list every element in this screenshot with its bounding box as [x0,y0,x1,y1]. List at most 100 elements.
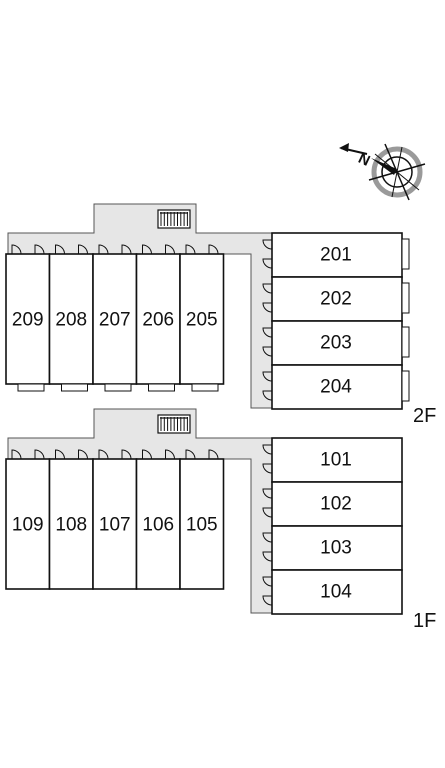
door-icon [208,244,219,255]
door-icon [262,346,273,357]
unit-label: 109 [12,515,44,536]
door-icon [121,244,132,255]
unit-205[interactable]: 205 [179,244,225,392]
door-icon [262,507,273,518]
unit-label: 206 [142,310,174,331]
balcony [191,383,219,392]
balcony [17,383,45,392]
door-icon [262,327,273,338]
unit-outline [48,253,94,385]
door-icon [262,283,273,294]
unit-label: 105 [186,515,218,536]
unit-203[interactable]: 203 [262,320,410,366]
door-icon [262,463,273,474]
unit-106[interactable]: 106 [135,449,181,590]
unit-outline [271,481,403,527]
door-icon [262,390,273,401]
stairs [157,414,191,434]
unit-103[interactable]: 103 [262,525,403,571]
door-icon [98,449,109,460]
unit-outline [135,253,181,385]
door-icon [34,244,45,255]
unit-label: 104 [320,582,352,603]
unit-label: 101 [320,450,352,471]
unit-label: 205 [186,310,218,331]
door-icon [165,449,175,460]
balcony [401,282,410,314]
door-icon [185,449,196,460]
unit-201[interactable]: 201 [262,232,410,278]
unit-206[interactable]: 206 [135,244,181,392]
unit-108[interactable]: 108 [48,449,94,590]
unit-outline [271,525,403,571]
unit-outline [179,253,225,385]
stairs [157,209,191,229]
floor-1f: 109 108 107 106 105 101 102 103 104 1F [5,408,436,632]
balcony [104,383,132,392]
unit-102[interactable]: 102 [262,481,403,527]
unit-outline [271,364,403,410]
unit-label: 208 [55,310,87,331]
door-icon [262,302,273,313]
unit-label: 103 [320,538,352,559]
door-icon [262,595,273,606]
door-icon [78,244,88,255]
compass-rose-icon [371,146,423,198]
unit-label: 108 [55,515,87,536]
unit-label: 204 [320,377,352,398]
unit-label: 203 [320,333,352,354]
unit-outline [135,458,181,590]
unit-outline [271,569,403,615]
door-icon [165,244,175,255]
unit-label: 201 [320,245,352,266]
door-icon [121,449,132,460]
balcony [401,370,410,402]
door-icon [262,551,273,562]
unit-209[interactable]: 209 [5,244,51,392]
unit-207[interactable]: 207 [92,244,138,392]
door-icon [142,244,152,255]
unit-outline [179,458,225,590]
door-icon [98,244,109,255]
unit-label: 106 [142,515,174,536]
unit-outline [271,437,403,483]
unit-105[interactable]: 105 [179,449,225,590]
door-icon [55,244,65,255]
door-icon [262,239,273,250]
door-icon [262,444,273,455]
door-icon [185,244,196,255]
unit-label: 207 [99,310,131,331]
unit-109[interactable]: 109 [5,449,51,590]
compass: N [339,143,426,201]
unit-label: 102 [320,494,352,515]
door-icon [55,449,65,460]
floor-label: 1F [413,610,436,632]
unit-outline [271,276,403,322]
unit-label: 209 [12,310,44,331]
door-icon [78,449,88,460]
unit-outline [48,458,94,590]
door-icon [262,258,273,269]
door-icon [142,449,152,460]
door-icon [34,449,45,460]
unit-label: 107 [99,515,131,536]
unit-101[interactable]: 101 [262,437,403,483]
unit-208[interactable]: 208 [48,244,94,392]
door-icon [11,244,22,255]
unit-label: 202 [320,289,352,310]
balcony [61,383,88,392]
door-icon [262,488,273,499]
unit-104[interactable]: 104 [262,569,403,615]
door-icon [262,532,273,543]
unit-204[interactable]: 204 [262,364,410,410]
door-icon [11,449,22,460]
door-icon [208,449,219,460]
unit-107[interactable]: 107 [92,449,138,590]
balcony [148,383,175,392]
door-icon [262,576,273,587]
floor-label: 2F [413,405,436,427]
unit-202[interactable]: 202 [262,276,410,322]
unit-outline [92,458,138,590]
balcony [401,326,410,358]
